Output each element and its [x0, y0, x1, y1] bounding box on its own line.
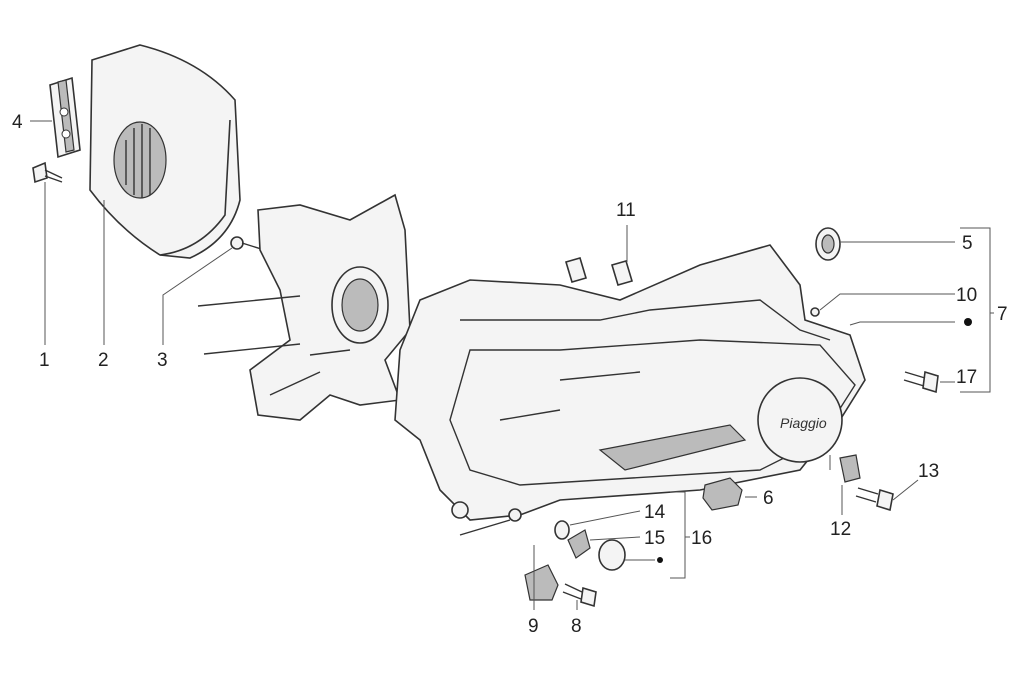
label-3: 3 — [157, 350, 168, 371]
part-13-bolt — [855, 487, 894, 512]
part-11-dowel-pins — [565, 257, 633, 286]
part-8-bolt — [562, 583, 597, 608]
label-5: 5 — [962, 233, 973, 254]
part-2-fan-cover — [89, 44, 241, 259]
label-11: 11 — [616, 200, 636, 221]
crankcase-main: Piaggio — [394, 244, 866, 536]
part-labels: 4 1 2 3 11 5 10 7 17 13 12 6 14 15 16 9 … — [12, 112, 1008, 637]
part-10-nipple — [810, 307, 820, 317]
label-14: 14 — [644, 502, 666, 523]
part-15-drain-plug — [567, 529, 626, 571]
part-1-screw — [32, 161, 63, 184]
leader-lines — [30, 120, 994, 610]
part-9-bracket — [524, 564, 559, 601]
dot-marker — [964, 318, 972, 326]
label-10: 10 — [956, 285, 977, 306]
label-6: 6 — [763, 488, 774, 509]
part-14-washer — [554, 520, 570, 540]
label-16: 16 — [691, 528, 712, 549]
label-2: 2 — [98, 350, 109, 371]
part-4-rubber-pad — [49, 76, 81, 159]
label-13: 13 — [918, 461, 939, 482]
label-15: 15 — [644, 528, 665, 549]
part-12-bracket — [839, 454, 861, 483]
part-17-screw — [903, 370, 939, 394]
label-4: 4 — [12, 112, 23, 133]
label-9: 9 — [528, 616, 539, 637]
crankcase-left-half — [197, 193, 411, 421]
label-1: 1 — [39, 350, 50, 371]
label-7: 7 — [997, 304, 1008, 325]
dot-marker — [657, 557, 663, 563]
logo-text: Piaggio — [780, 415, 827, 431]
label-17: 17 — [956, 367, 977, 388]
label-12: 12 — [830, 519, 851, 540]
part-6-clip — [702, 477, 743, 511]
label-8: 8 — [571, 616, 582, 637]
part-5-oil-seal — [815, 227, 841, 261]
